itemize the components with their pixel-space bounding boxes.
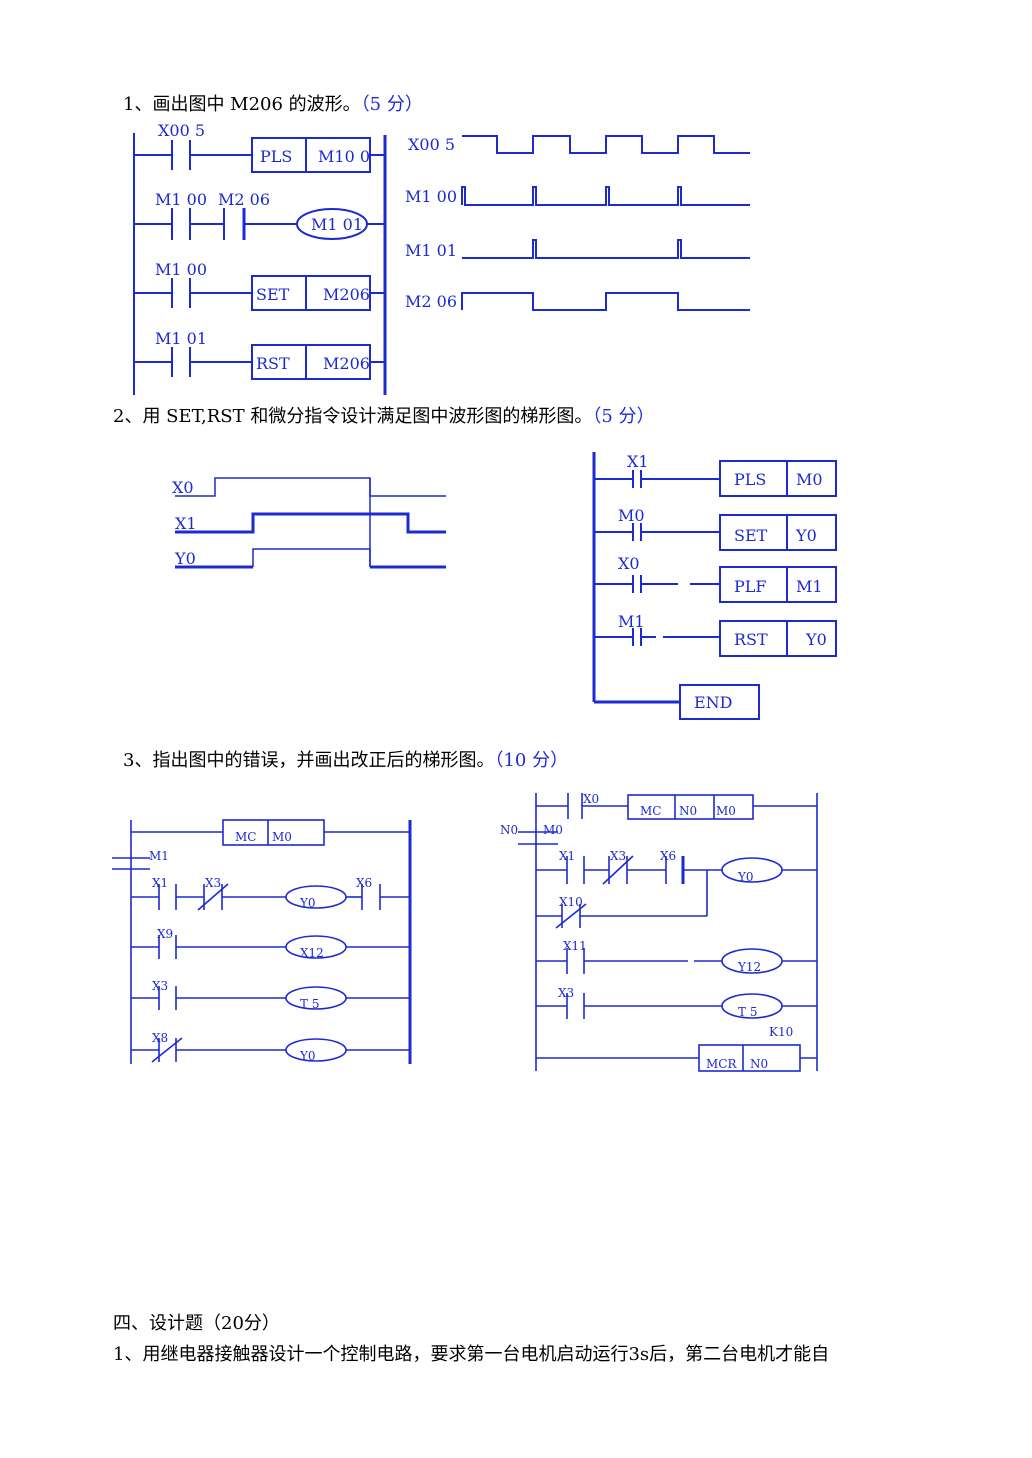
fig2-label-m1: M1 [618,612,645,631]
figure-1-waveforms [461,135,750,311]
figure-2-waveforms [175,477,446,569]
figure-2-ladder [592,452,837,720]
fig3r-y12: Y12 [737,960,761,974]
fig2-box-pls-op: M0 [796,470,823,489]
fig3l-x3b: X3 [152,979,168,993]
fig2-box-pls: PLS [734,470,766,489]
question-1-points: （5 分） [360,94,423,115]
fig3r-k10: K10 [769,1025,793,1039]
fig3r-x11: X11 [563,939,587,953]
fig3r-y0: Y0 [737,870,754,884]
fig1-wave-label-m101: M1 01 [405,241,457,260]
fig1-wave-label-m100: M1 00 [405,187,457,206]
fig2-box-plf: PLF [734,577,767,596]
fig3r-x6: X6 [660,849,676,863]
question-1-text: 1、画出图中 M206 的波形。 [123,94,361,115]
fig1-label-m100b: M1 00 [155,260,207,279]
question-3-points: （10 分） [494,750,569,771]
fig2-box-set: SET [734,526,768,545]
fig1-box-m100: M10 0 [318,147,370,166]
fig3l-x3: X3 [205,876,221,890]
fig2-wave-label-x0: X0 [172,478,194,497]
fig2-label-x0: X0 [618,554,640,573]
figure-3-right-ladder [518,793,818,1072]
fig2-label-x1: X1 [627,452,649,471]
fig3l-m1: M1 [149,849,169,863]
fig3l-mc-op: M0 [272,830,292,844]
figure-1-ladder [133,133,387,395]
fig3l-x9: X9 [157,927,173,941]
fig2-wave-label-x1: X1 [175,514,197,533]
question-2: 2、用 SET,RST 和微分指令设计满足图中波形图的梯形图。（5 分） [113,402,655,428]
fig3r-n0: N0 [500,823,518,837]
fig3l-x12: X12 [300,946,324,960]
fig2-label-m0: M0 [618,506,645,525]
fig3l-t5: T 5 [300,997,319,1011]
fig3r-x10: X10 [559,895,583,909]
section-4-title: 四、设计题（20分） [113,1313,280,1334]
fig2-box-end: END [694,693,733,712]
fig3r-x3: X3 [610,849,626,863]
fig1-wave-label-m206: M2 06 [405,292,457,311]
fig1-coil-m101: M1 01 [311,215,363,234]
fig3r-mc-n: N0 [679,804,697,818]
fig3r-mcr-n: N0 [750,1057,768,1071]
fig3l-x1: X1 [152,876,168,890]
fig1-label-m206c: M2 06 [218,190,270,209]
question-3-text: 3、指出图中的错误，并画出改正后的梯形图。 [123,750,495,771]
question-2-text: 2、用 SET,RST 和微分指令设计满足图中波形图的梯形图。 [113,406,593,427]
figure-3-left-ladder [112,819,412,1064]
fig3l-x8: X8 [152,1031,168,1045]
fig3r-m0: M0 [543,823,563,837]
fig3r-x3b: X3 [558,986,574,1000]
question-1: 1、画出图中 M206 的波形。（5 分） [123,90,423,116]
question-3: 3、指出图中的错误，并画出改正后的梯形图。（10 分） [123,746,568,772]
fig2-box-plf-op: M1 [796,577,823,596]
fig3r-x0: X0 [583,792,599,806]
question-2-points: （5 分） [592,406,655,427]
fig1-box-m206a: M206 [323,285,370,304]
section-4-question-1: 1、用继电器接触器设计一个控制电路，要求第一台电机启动运行3s后，第二台电机才能… [113,1344,830,1365]
fig3l-y0b: Y0 [299,1049,316,1063]
fig3l-mc: MC [235,830,256,844]
fig1-label-x005: X00 5 [158,121,205,140]
fig3l-y0a: Y0 [299,896,316,910]
fig1-box-m206b: M206 [323,354,370,373]
fig3r-mcr: MCR [706,1057,737,1071]
fig1-wave-label-x005: X00 5 [408,135,455,154]
fig1-box-set: SET [256,285,290,304]
fig3r-mc-m: M0 [716,804,736,818]
fig2-wave-label-y0: Y0 [174,549,196,568]
fig1-box-pls: PLS [260,147,292,166]
fig2-box-set-op: Y0 [795,526,817,545]
fig3r-t5: T 5 [738,1005,757,1019]
fig3l-x6: X6 [356,876,372,890]
fig2-box-rst-op: Y0 [805,630,827,649]
fig1-box-rst: RST [256,354,290,373]
fig1-label-m101a: M1 01 [155,329,207,348]
fig2-box-rst: RST [734,630,768,649]
fig3r-x1: X1 [559,849,575,863]
fig1-label-m100a: M1 00 [155,190,207,209]
fig3r-mc: MC [640,804,661,818]
